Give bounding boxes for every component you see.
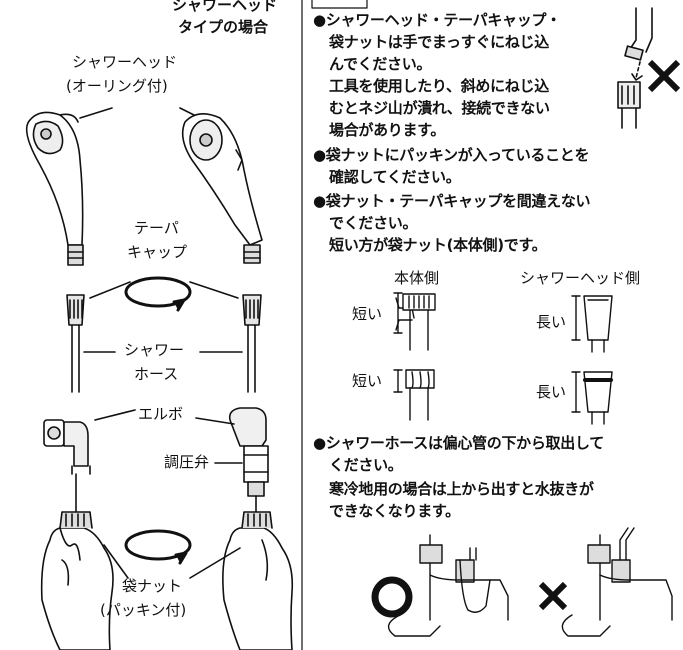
shower-hose-top: [72, 325, 255, 392]
note-1-line-1: ●シャワーヘッド・テーパキャップ・: [313, 11, 561, 29]
bag-nut-sublabel: (パッキン付): [100, 601, 187, 619]
taper-cap-long-2: [572, 372, 612, 424]
note-4-line-2: ください。: [329, 456, 403, 474]
note-1-line-4: 工具を使用したり、斜めにねじ込: [329, 77, 549, 95]
shower-head-side: [183, 114, 262, 263]
body-side-label: 本体側: [394, 269, 440, 287]
note-1-line-2: 袋ナットは手でまっすぐにねじ込: [329, 33, 549, 51]
short-label-2: 短い: [352, 372, 383, 390]
note-4-line-3: 寒冷地用の場合は上から出すと水抜きが: [329, 480, 594, 498]
taper-cap-label-2: キャップ: [127, 243, 188, 261]
bag-nut-label: 袋ナット: [122, 577, 183, 595]
shower-head-sublabel: (オーリング付): [66, 77, 168, 95]
shower-head-front: [27, 112, 83, 265]
leader-line: [80, 108, 112, 118]
note-3-line-3: 短い方が袋ナット(本体側)です。: [329, 236, 547, 254]
faucet-ok-figure: [375, 535, 508, 636]
hand-right: [223, 512, 292, 650]
note-3-line-2: でください。: [329, 214, 418, 232]
rotate-arrow-icon-2: [126, 531, 190, 563]
note-1-line-6: 場合があります。: [329, 121, 446, 139]
regulator-valve-label: 調圧弁: [164, 453, 210, 471]
header-line2: タイプの場合: [178, 18, 269, 36]
ng-cross-icon-2: [541, 584, 565, 608]
note-1-line-3: んでください。: [329, 55, 432, 73]
ng-cross-icon: [650, 62, 678, 90]
bag-nut-short-2: [394, 370, 434, 420]
long-label-1: 長い: [536, 313, 567, 331]
elbow-label: エルボ: [138, 405, 184, 423]
note-1-line-5: むとネジ山が潰れ、接続できない: [329, 99, 550, 117]
section-tab: [312, 0, 367, 8]
long-label-2: 長い: [536, 383, 567, 401]
elbow-left: [44, 420, 90, 474]
note-2-line-1: ●袋ナットにパッキンが入っていることを: [313, 146, 590, 164]
elbow-right: [230, 408, 268, 496]
note-3-line-1: ●袋ナット・テーパキャップを間違えない: [313, 192, 591, 210]
faucet-ng-figure: [541, 528, 672, 636]
rotate-arrow-icon: [126, 278, 190, 310]
note-4-line-1: ●シャワーホースは偏心管の下から取出して: [313, 434, 604, 452]
taper-cap-long-1: [572, 296, 612, 352]
header-line1: シャワーヘッド: [172, 0, 278, 14]
taper-cap-label-1: テーパ: [134, 219, 179, 237]
straight-insert-figure: [618, 8, 652, 128]
hose-label-2: ホース: [134, 365, 179, 383]
bag-nut-short-1: [394, 293, 435, 350]
taper-cap-right: [243, 295, 261, 325]
ok-circle-icon: [375, 580, 409, 614]
hand-left: [42, 512, 113, 650]
note-4-line-4: できなくなります。: [329, 502, 460, 520]
shower-head-label: シャワーヘッド: [72, 53, 178, 71]
hose-label-1: シャワー: [124, 341, 185, 359]
head-side-label: シャワーヘッド側: [520, 269, 641, 287]
taper-cap-left: [67, 295, 84, 325]
note-2-line-2: 確認してください。: [329, 168, 461, 186]
short-label-1: 短い: [352, 305, 383, 323]
